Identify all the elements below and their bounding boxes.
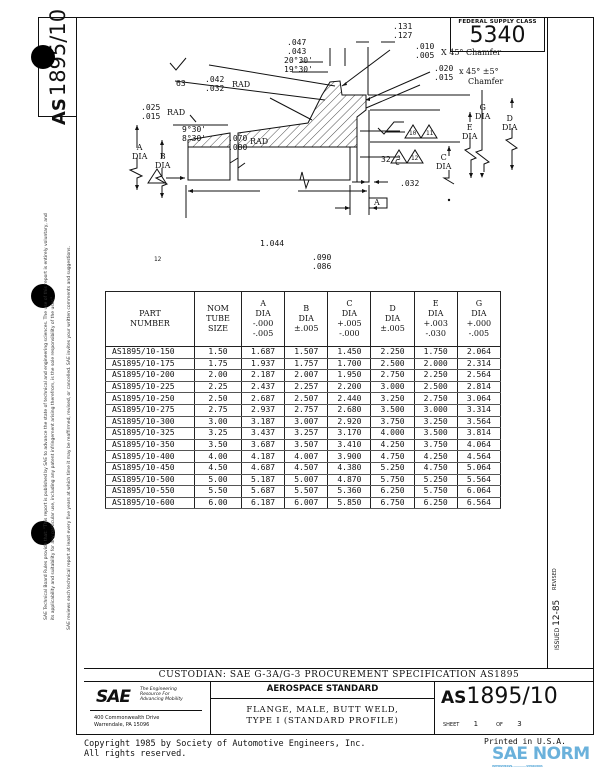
chamfer-020: .020.015	[434, 64, 454, 82]
rad-025-label: RAD	[167, 108, 186, 117]
rad-070-label: RAD	[250, 137, 269, 146]
finish-32-letter: C	[395, 158, 400, 167]
federal-supply-class-box: FEDERAL SUPPLY CLASS 5340	[450, 17, 545, 52]
angle-9-30: 9°30'8°30'	[182, 125, 207, 143]
dim-032: .032	[400, 179, 420, 188]
punch-hole	[31, 45, 55, 69]
angle-20-30: 20°30'19°30'	[284, 56, 313, 74]
dim-1044: 1.044	[260, 239, 285, 248]
chamfer-010: .010.005	[415, 42, 435, 60]
fsc-value: 5340	[469, 23, 526, 48]
datum-a: A	[374, 198, 380, 207]
chamfer-010-note: X 45° Chamfer	[441, 48, 502, 57]
punch-hole	[31, 521, 55, 545]
chamfer-020-note2: Chamfer	[468, 77, 504, 86]
rad-025: .025.015	[141, 103, 161, 121]
flag-11: 11	[426, 130, 434, 137]
right-margin-line	[547, 17, 548, 668]
title-middle: AEROSPACE STANDARD FLANGE, MALE, BUTT WE…	[211, 682, 435, 735]
category-label: AEROSPACE STANDARD	[211, 682, 434, 699]
custodian-line: CUSTODIAN: SAE G-3A/G-3 PROCUREMENT SPEC…	[84, 668, 594, 682]
flag-12: 12	[154, 256, 162, 263]
dim-047: .047.043	[287, 38, 307, 56]
dim-131: .131.127	[393, 22, 413, 40]
document-title: FLANGE, MALE, BUTT WELD, TYPE I (STANDAR…	[246, 705, 399, 726]
document-number: AS1895/10	[441, 684, 558, 709]
rad-042: .042.032	[205, 75, 225, 93]
dim-090: .090.086	[312, 253, 332, 271]
copyright: Copyright 1985 by Society of Automotive …	[84, 739, 366, 759]
revised-label: REVISED	[552, 568, 558, 590]
flag-12b: 12	[411, 155, 419, 162]
flag-10: 10	[409, 130, 417, 137]
issued-label: ISSUED 12-85	[552, 599, 562, 650]
chamfer-020-note: x 45° ±5°	[459, 67, 499, 76]
sheet-info: SHEET 1 OF 3	[443, 720, 522, 728]
sae-norm-watermark: SAE NORM INTERNATIONAL ————— STANDARDS	[492, 744, 590, 768]
sae-logo: SAE	[96, 687, 131, 707]
finish-63: 63	[176, 79, 186, 88]
title-block	[84, 682, 594, 735]
punch-hole	[31, 284, 55, 308]
printed-in: Printed in U.S.A.	[484, 737, 566, 746]
rad-070: .070.080	[228, 134, 248, 152]
finish-32: 32	[381, 155, 391, 164]
fsc-label: FEDERAL SUPPLY CLASS	[458, 19, 537, 25]
flag-3: 3	[397, 155, 401, 162]
document-number-block: AS1895/10 SHEET 1 OF 3	[435, 682, 594, 735]
rad-042-label: RAD	[232, 80, 251, 89]
